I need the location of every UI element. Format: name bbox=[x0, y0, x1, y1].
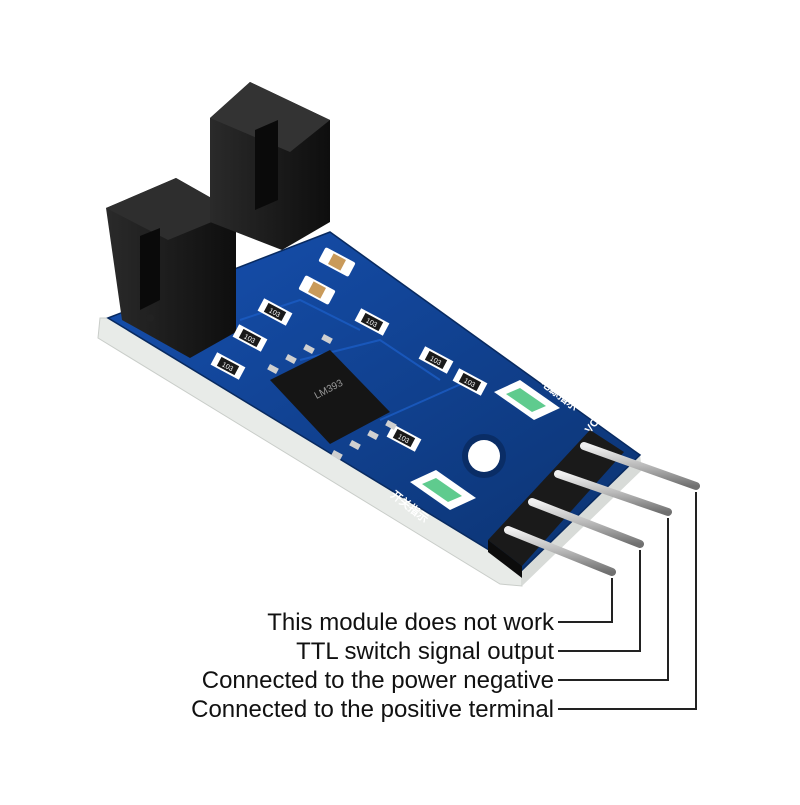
callout-text-2: TTL switch signal output bbox=[296, 638, 554, 665]
pin-header-label: VCC GND DO AO bbox=[583, 358, 648, 436]
mounting-hole-inner bbox=[468, 440, 500, 472]
smd-capacitor bbox=[318, 247, 356, 277]
leader-line-1 bbox=[558, 578, 613, 623]
svg-text:103: 103 bbox=[220, 361, 234, 373]
header-pin-1 bbox=[504, 526, 616, 576]
slot-sensor bbox=[106, 82, 330, 358]
svg-text:103: 103 bbox=[267, 307, 281, 319]
header-pin-3 bbox=[554, 470, 672, 516]
callout-text-3: Connected to the power negative bbox=[202, 667, 554, 694]
callout-text-1: This module does not work bbox=[267, 609, 555, 636]
smd-resistor: 103 bbox=[210, 352, 246, 380]
svg-text:103: 103 bbox=[242, 333, 256, 345]
power-led bbox=[494, 380, 560, 420]
callout-text-4: Connected to the positive terminal bbox=[191, 696, 554, 723]
smd-resistor: 103 bbox=[354, 308, 390, 336]
smd-resistor: 103 bbox=[232, 324, 268, 352]
svg-text:103: 103 bbox=[364, 317, 378, 329]
header-pin-4 bbox=[580, 442, 700, 490]
header-pin-2 bbox=[528, 498, 644, 548]
svg-text:103: 103 bbox=[462, 377, 476, 389]
svg-text:103: 103 bbox=[428, 355, 442, 367]
smd-resistor: 103 bbox=[452, 368, 488, 396]
comparator-chip: LM393 bbox=[267, 334, 397, 460]
leader-line-4 bbox=[558, 492, 697, 710]
smd-resistor: 103 bbox=[257, 298, 293, 326]
smd-capacitor bbox=[298, 275, 336, 305]
smd-resistor: 103 bbox=[386, 424, 422, 452]
switch-led bbox=[410, 470, 476, 510]
leader-line-3 bbox=[558, 518, 669, 681]
svg-text:103: 103 bbox=[396, 433, 410, 445]
smd-resistor: 103 bbox=[418, 346, 454, 374]
leader-line-2 bbox=[558, 550, 641, 652]
